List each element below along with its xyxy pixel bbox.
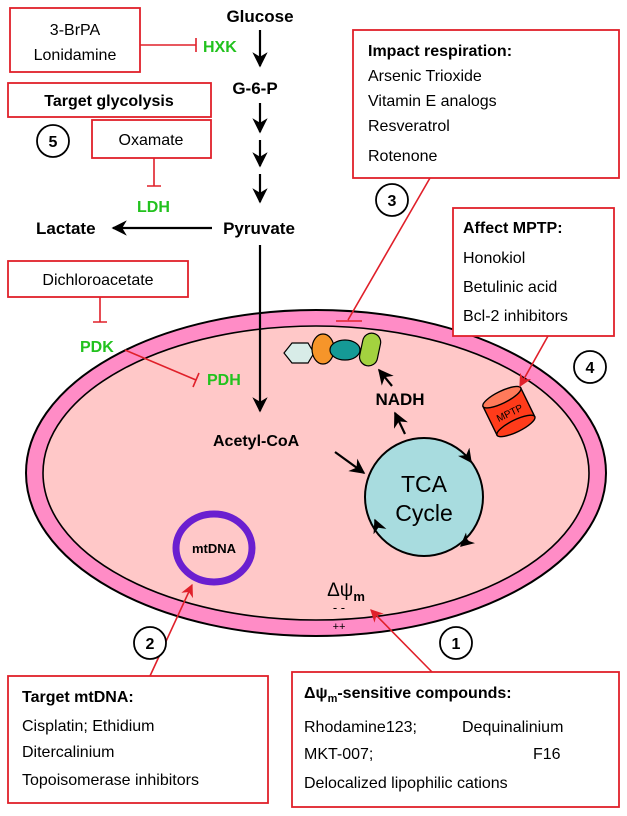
number-3-label: 3 (388, 193, 397, 210)
mitochondrial-matrix (42, 325, 590, 621)
dichloroacetate-box: Dichloroacetate (7, 260, 189, 298)
number-4-label: 4 (586, 360, 595, 377)
electron-transport-chain (283, 332, 382, 367)
acetyl-coa-label: Acetyl-CoA (213, 433, 300, 450)
number-5-label: 5 (49, 134, 58, 151)
number-circle-1: 1 (439, 626, 473, 660)
hxk-inhibition-line (140, 38, 197, 52)
mtdna-arrow (149, 583, 193, 677)
dpsi-row-3: Delocalized lipophilic cations (304, 775, 508, 792)
dpsi-title-sub: m (328, 693, 338, 705)
glucose-label: Glucose (226, 7, 293, 26)
pdh-inhibition-line (124, 349, 200, 388)
etc-complex-4 (358, 332, 382, 367)
ldh-enzyme: LDH (137, 199, 170, 216)
respiration-item-2: Vitamin E analogs (368, 93, 497, 110)
mtdna-item-2: Ditercalinium (22, 744, 114, 761)
tca-cycle: TCA Cycle (364, 437, 484, 557)
svg-text:Δψm: Δψm (327, 580, 365, 604)
mptp-box: Affect MPTP: Honokiol Betulinic acid Bcl… (452, 207, 615, 337)
dpsi-row-2-right: F16 (533, 746, 561, 763)
g6p-label: G-6-P (232, 79, 277, 98)
oxamate-label: Oxamate (119, 132, 184, 149)
mtdna-item-1: Cisplatin; Ethidium (22, 718, 155, 735)
dpsi-row-1-right: Dequinalinium (462, 719, 563, 736)
dpsi-compounds-box: Δψm-sensitive compounds: Rhodamine123; D… (291, 671, 620, 808)
target-glycolysis-title: Target glycolysis (44, 93, 174, 110)
number-1-label: 1 (452, 636, 461, 653)
tca-line-2: Cycle (395, 500, 453, 526)
dichloroacetate-label: Dichloroacetate (42, 272, 153, 289)
pyruvate-label: Pyruvate (223, 219, 295, 238)
number-circle-3: 3 (375, 183, 409, 217)
oxamate-box: Oxamate (91, 119, 212, 159)
ldh-inhibition-line (147, 158, 161, 187)
respiration-box: Impact respiration: Arsenic Trioxide Vit… (352, 29, 620, 179)
plus-charges: ++ (333, 621, 346, 633)
mtdna-ring: mtDNA (172, 510, 256, 586)
dpsi-arrow (370, 609, 433, 673)
mptp-item-3: Bcl-2 inhibitors (463, 308, 568, 325)
dpsi-title-prefix: Δψ (304, 685, 328, 702)
dpsi-title-suffix: -sensitive compounds: (337, 685, 511, 702)
number-circle-4: 4 (573, 350, 607, 384)
tca-arrow-1 (457, 447, 472, 464)
hxk-inhibitor-2: Lonidamine (34, 47, 117, 64)
arrow-tca-nadh (394, 411, 408, 435)
membrane-potential: Δψm - - ++ (327, 580, 365, 633)
mtdna-title: Target mtDNA: (22, 689, 134, 706)
etc-complex-3 (329, 339, 361, 361)
psi-subscript: m (353, 589, 365, 604)
mtdna-box: Target mtDNA: Cisplatin; Ethidium Diterc… (7, 675, 269, 804)
hxk-inhibitor-1: 3-BrPA (50, 22, 101, 39)
mtdna-item-3: Topoisomerase inhibitors (22, 772, 199, 789)
tca-line-1: TCA (401, 471, 448, 497)
arrow-nadh-etc (378, 368, 394, 387)
tca-arrow-3 (373, 518, 387, 535)
psi-symbol: Δψ (327, 580, 353, 601)
number-circle-2: 2 (133, 626, 167, 660)
svg-text:Δψm-sensitive compounds:: Δψm-sensitive compounds: (304, 685, 512, 705)
pdk-enzyme: PDK (80, 339, 114, 356)
respiration-title: Impact respiration: (368, 43, 512, 60)
respiration-inhibition-line (336, 177, 431, 322)
number-circle-5: 5 (36, 124, 70, 158)
dpsi-row-2-left: MKT-007; (304, 746, 373, 763)
arrow-acetylcoa-tca (334, 451, 366, 474)
tca-circle (364, 437, 484, 557)
target-glycolysis-box: Target glycolysis (7, 82, 212, 118)
hxk-enzyme: HXK (203, 39, 237, 56)
mtdna-label: mtDNA (192, 541, 237, 556)
hxk-inhibitor-box: 3-BrPA Lonidamine (9, 7, 141, 73)
nadh-label: NADH (375, 390, 424, 409)
mptp-title: Affect MPTP: (463, 220, 563, 237)
mptp-channel: MPTP (482, 385, 536, 438)
minus-charges: - - (333, 600, 345, 615)
respiration-item-3: Resveratrol (368, 118, 450, 135)
number-2-label: 2 (146, 636, 155, 653)
pdh-enzyme: PDH (207, 372, 241, 389)
respiration-item-4: Rotenone (368, 148, 437, 165)
mptp-arrow (519, 335, 549, 388)
mptp-item-2: Betulinic acid (463, 279, 557, 296)
pdk-inhibition-line (93, 297, 107, 323)
lactate-label: Lactate (36, 219, 96, 238)
respiration-item-1: Arsenic Trioxide (368, 68, 482, 85)
mptp-item-1: Honokiol (463, 250, 525, 267)
tca-arrow-2 (459, 532, 476, 547)
dpsi-row-1-left: Rhodamine123; (304, 719, 417, 736)
